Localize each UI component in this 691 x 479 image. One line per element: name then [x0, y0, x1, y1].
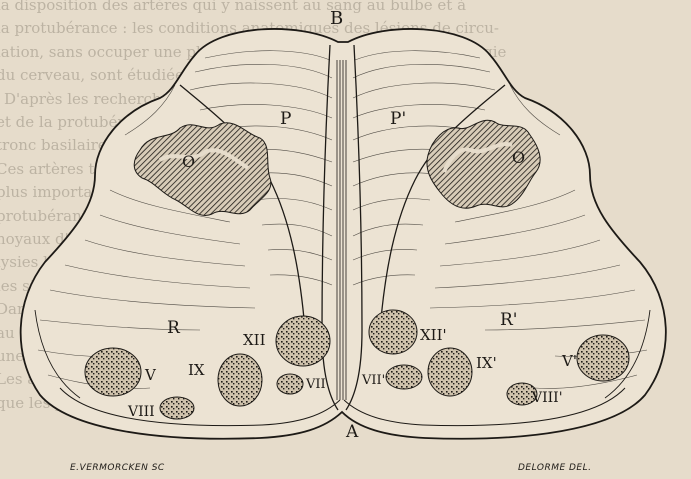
nucleus-ix-right [428, 348, 472, 396]
engraver-credit: E.VERMORCKEN SC [70, 463, 165, 473]
nucleus-vii-right [386, 365, 422, 389]
label-r-left: R [167, 318, 181, 338]
label-o-right: O [512, 148, 525, 167]
nucleus-v-left [85, 348, 141, 396]
label-v-right: V' [561, 352, 577, 370]
label-p-right: P' [390, 109, 406, 129]
label-v-left: V [144, 366, 157, 384]
nucleus-xii-right [369, 310, 417, 354]
label-r-right: R' [500, 310, 517, 330]
label-b: B [330, 8, 343, 29]
label-xii-right: XII' [420, 326, 447, 344]
label-ix-left: IX [188, 361, 205, 379]
nucleus-viii-left [160, 397, 194, 419]
label-xii-left: XII [243, 331, 266, 349]
label-ix-right: IX' [476, 354, 497, 372]
artist-credit: DELORME DEL. [518, 463, 592, 473]
label-o-left: O [182, 152, 195, 171]
label-p-left: P [280, 109, 291, 129]
nucleus-v-right [577, 335, 629, 381]
label-vii-right: VII' [361, 373, 385, 388]
nucleus-ix-left [218, 354, 262, 406]
label-a: A [345, 422, 359, 442]
label-vii-left: VII [305, 377, 326, 392]
label-viii-left: VIII [127, 404, 155, 420]
label-viii-right: VIII' [531, 390, 563, 406]
nucleus-xii-left [276, 316, 330, 366]
nucleus-vii-left [277, 374, 303, 394]
